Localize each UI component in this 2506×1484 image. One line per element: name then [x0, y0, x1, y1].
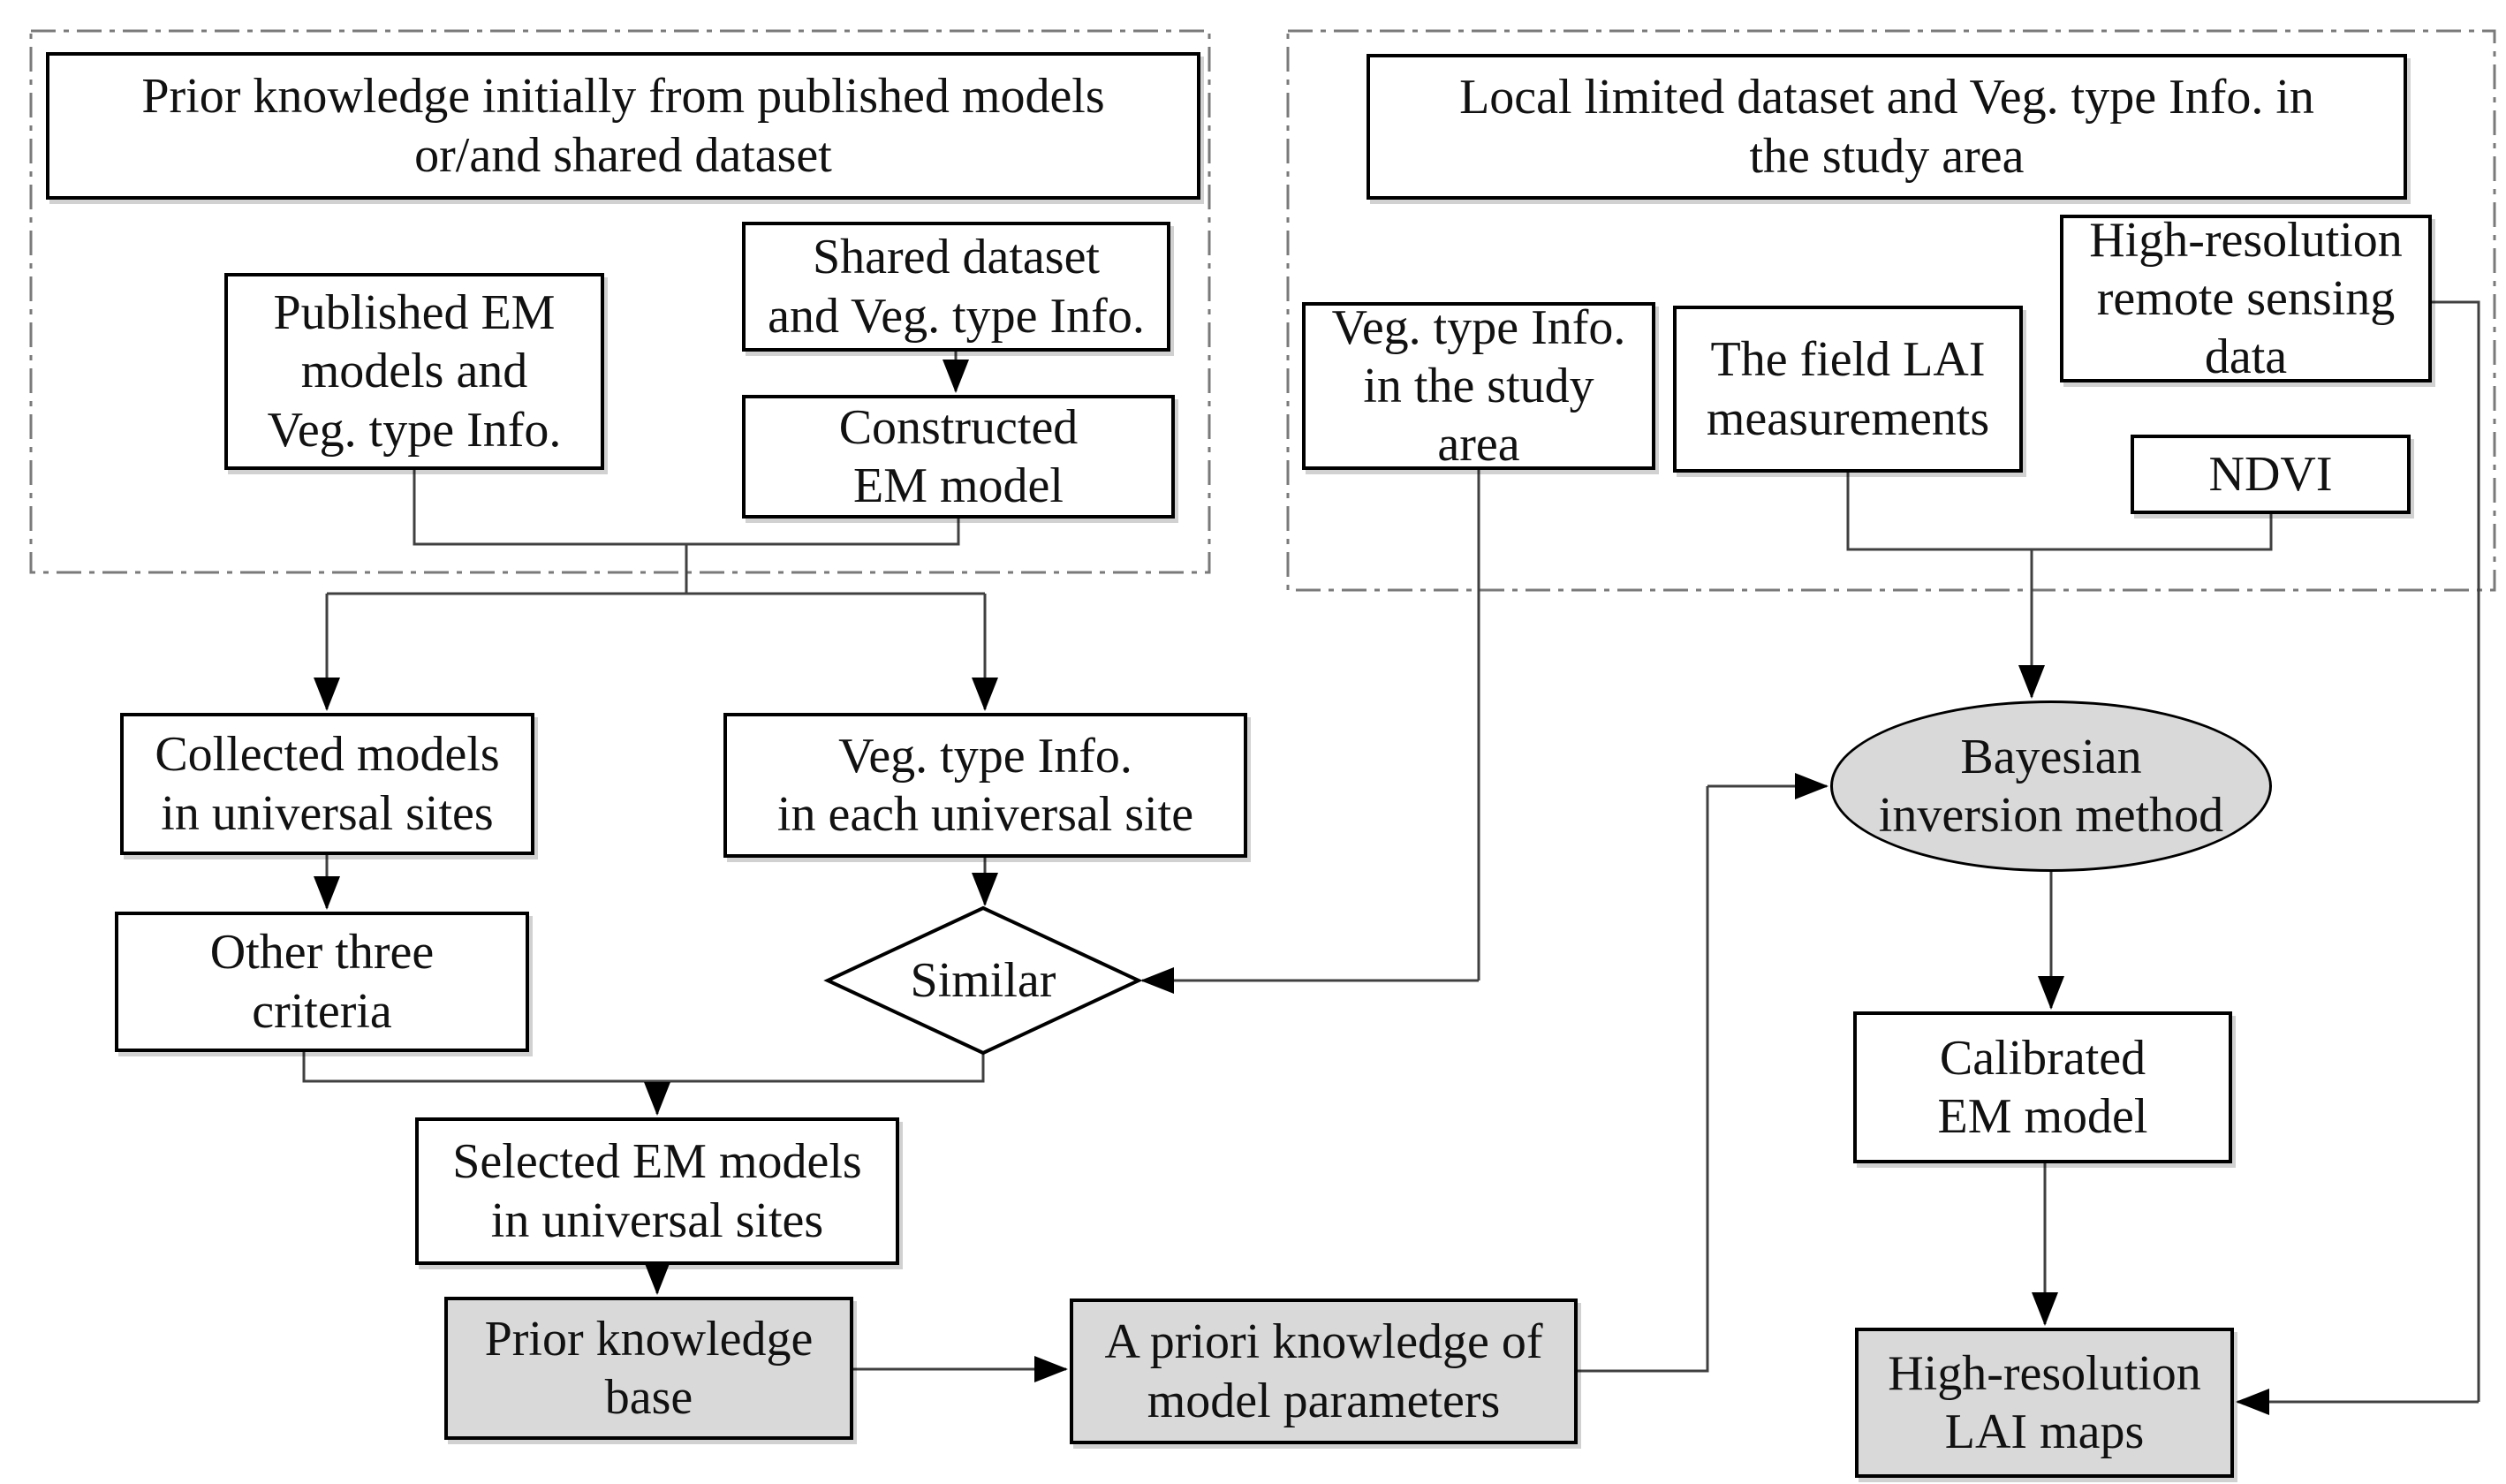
node-collected-models: Collected models in universal sites: [120, 713, 534, 855]
node-constructed-em-model: Constructed EM model: [742, 395, 1175, 519]
node-prior-knowledge-base: Prior knowledge base: [444, 1297, 853, 1440]
node-other-three-criteria: Other three criteria: [115, 912, 529, 1052]
node-published-em-models: Published EM models and Veg. type Info.: [224, 273, 604, 470]
prior-knowledge-group-border: [29, 29, 1211, 574]
group-title-local-dataset: Local limited dataset and Veg. type Info…: [1367, 54, 2407, 200]
node-shared-dataset: Shared dataset and Veg. type Info.: [742, 222, 1170, 352]
group-title-prior-knowledge: Prior knowledge initially from published…: [46, 52, 1200, 200]
connector-lines: [302, 300, 2480, 1402]
connector-arrows: [314, 352, 2479, 1415]
node-selected-em-models: Selected EM models in universal sites: [415, 1117, 899, 1265]
node-high-resolution-remote-sensing-data: High-resolution remote sensing data: [2060, 213, 2432, 384]
decision-similar-label: Similar: [910, 952, 1056, 1008]
node-field-lai-measurements: The field LAI measurements: [1673, 306, 2023, 473]
similar-diamond-shape: [823, 905, 1143, 1056]
node-high-resolution-lai-maps: High-resolution LAI maps: [1855, 1328, 2234, 1478]
node-veg-type-info-study-area: Veg. type Info. in the study area: [1302, 300, 1655, 472]
node-ndvi: NDVI: [2131, 435, 2411, 514]
node-a-priori-knowledge: A priori knowledge of model parameters: [1070, 1298, 1578, 1444]
node-bayesian-inversion-method: Bayesian inversion method: [1830, 700, 2272, 872]
local-dataset-group-border: [1286, 29, 2496, 592]
node-veg-type-info-universal-site: Veg. type Info. in each universal site: [723, 713, 1247, 858]
node-calibrated-em-model: Calibrated EM model: [1853, 1011, 2232, 1163]
